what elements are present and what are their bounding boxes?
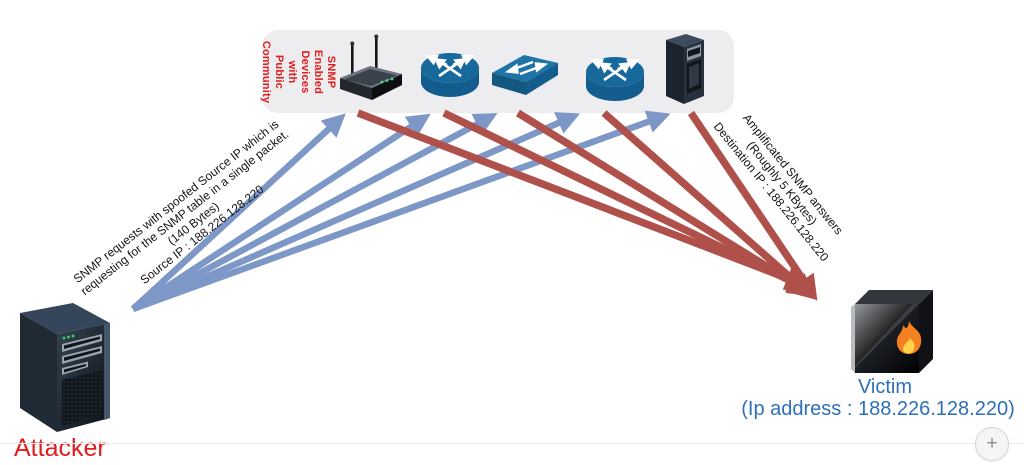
router-icon: [586, 57, 644, 101]
snmp-response-arrows: [356, 109, 818, 301]
zoom-in-button[interactable]: +: [975, 427, 1009, 461]
devices-box-label: SNMP Enabled Devices with Public Communi…: [260, 40, 337, 103]
switch-icon: [492, 55, 558, 95]
victim-ip-label: (Ip address : 188.226.128.220): [741, 398, 1015, 420]
snmp-request-arrows: [130, 110, 671, 313]
wireless-access-point-icon: [340, 34, 402, 100]
attacker-label: Attacker: [14, 434, 106, 462]
fire-icon: [896, 321, 922, 354]
bottom-divider: [0, 443, 1024, 444]
victim-device-icon: [851, 290, 933, 373]
router-icon: [421, 53, 479, 97]
victim-label: Victim: [857, 376, 913, 398]
server-icon: [666, 34, 704, 104]
attacker-computer-icon: [20, 303, 110, 432]
